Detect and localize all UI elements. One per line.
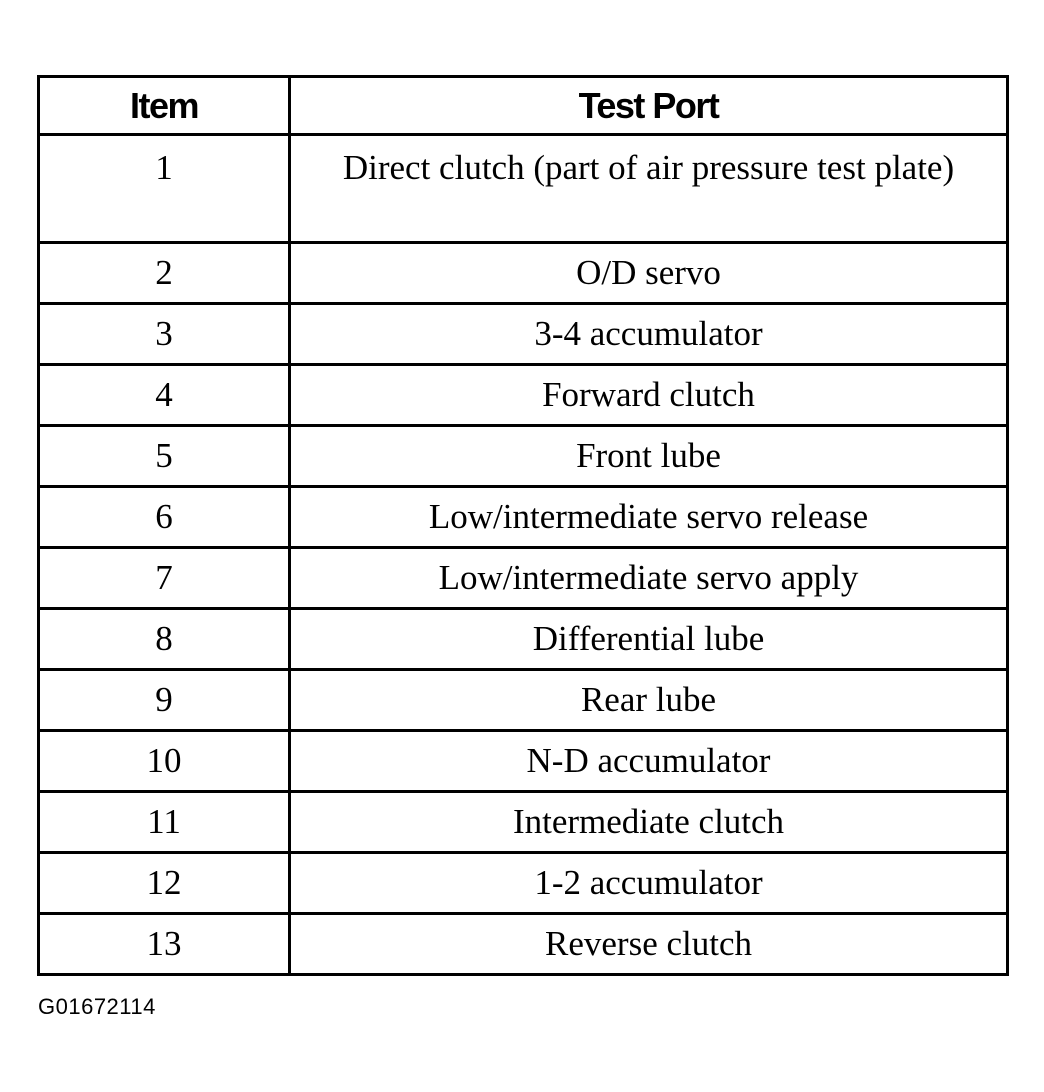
table-row: 5 Front lube [37,424,1009,488]
table-row: 2 O/D servo [37,241,1009,305]
test-port-name: Low/intermediate servo release [288,485,1009,549]
item-number: 6 [37,485,291,549]
item-number: 11 [37,790,291,854]
test-port-name: Low/intermediate servo apply [288,546,1009,610]
test-port-table: Item Test Port 1 Direct clutch (part of … [37,75,1009,976]
table-row: 3 3-4 accumulator [37,302,1009,366]
table-row: 13 Reverse clutch [37,912,1009,976]
item-number: 12 [37,851,291,915]
test-port-name: Intermediate clutch [288,790,1009,854]
test-port-name: 3-4 accumulator [288,302,1009,366]
test-port-name: Differential lube [288,607,1009,671]
test-port-name: Forward clutch [288,363,1009,427]
test-port-name: Front lube [288,424,1009,488]
figure-id-caption: G01672114 [38,994,156,1019]
test-port-table-container: Item Test Port 1 Direct clutch (part of … [37,75,1009,976]
test-port-name: 1-2 accumulator [288,851,1009,915]
table-row: 7 Low/intermediate servo apply [37,546,1009,610]
table-row: 4 Forward clutch [37,363,1009,427]
item-number: 3 [37,302,291,366]
test-port-name: Reverse clutch [288,912,1009,976]
item-number: 8 [37,607,291,671]
item-number: 5 [37,424,291,488]
item-number: 4 [37,363,291,427]
table-row: 12 1-2 accumulator [37,851,1009,915]
test-port-name: Direct clutch (part of air pressure test… [288,133,1009,244]
test-port-name: Rear lube [288,668,1009,732]
table-header-row: Item Test Port [37,75,1009,136]
header-item: Item [37,75,291,136]
table-row: 10 N-D accumulator [37,729,1009,793]
test-port-name: O/D servo [288,241,1009,305]
table-row: 1 Direct clutch (part of air pressure te… [37,133,1009,244]
table-row: 11 Intermediate clutch [37,790,1009,854]
table-row: 6 Low/intermediate servo release [37,485,1009,549]
item-number: 7 [37,546,291,610]
item-number: 13 [37,912,291,976]
item-number: 2 [37,241,291,305]
item-number: 1 [37,133,291,244]
header-test-port: Test Port [288,75,1009,136]
item-number: 10 [37,729,291,793]
item-number: 9 [37,668,291,732]
table-row: 8 Differential lube [37,607,1009,671]
table-row: 9 Rear lube [37,668,1009,732]
test-port-name: N-D accumulator [288,729,1009,793]
